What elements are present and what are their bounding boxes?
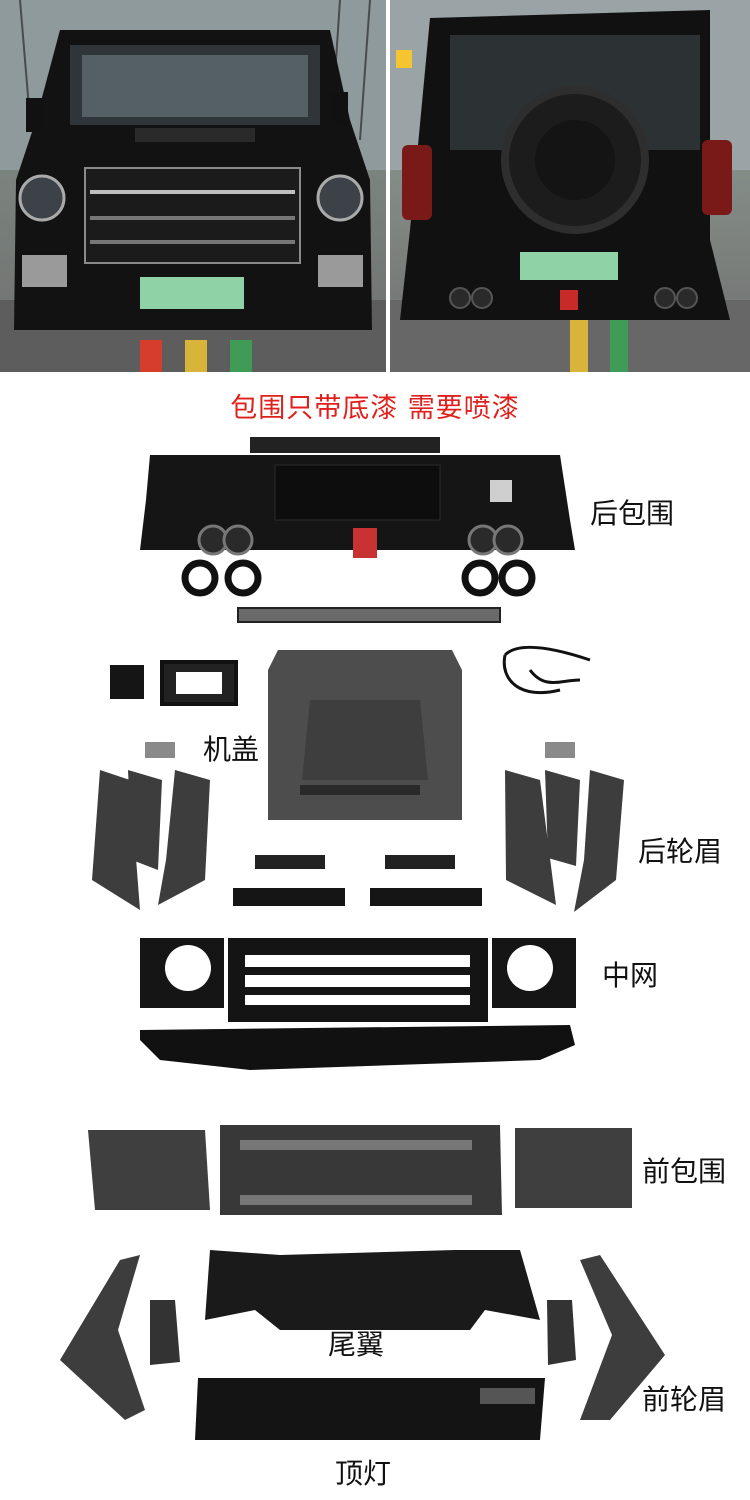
front-bumper-label: 前包围 bbox=[642, 1155, 727, 1188]
rear-wheel-arches-label: 后轮眉 bbox=[638, 835, 723, 868]
rear-view-photo bbox=[390, 0, 750, 372]
rear-wheel-arches-left-part bbox=[92, 742, 210, 910]
rear-bumper-label: 后包围 bbox=[590, 497, 675, 530]
grille-part bbox=[140, 938, 576, 1022]
hood-label: 机盖 bbox=[203, 733, 260, 766]
rear-view-illustration bbox=[390, 0, 750, 372]
roof-light-label: 顶灯 bbox=[335, 1457, 392, 1490]
exhaust-tips-part bbox=[181, 559, 536, 597]
light-bar-part bbox=[237, 607, 501, 623]
front-wheel-arches-left-part bbox=[60, 1255, 180, 1420]
front-splitter-part bbox=[140, 1025, 575, 1070]
hood-part bbox=[268, 650, 462, 820]
parts-layout bbox=[60, 437, 665, 1440]
vehicle-photo-strip bbox=[0, 0, 750, 372]
grille-label: 中网 bbox=[602, 959, 659, 992]
wiring-harness-part bbox=[502, 645, 591, 695]
roof-light-part bbox=[195, 1378, 545, 1440]
primer-notice: 包围只带底漆 需要喷漆 bbox=[230, 393, 520, 424]
front-view-illustration bbox=[0, 0, 386, 372]
small-brackets-part bbox=[110, 660, 238, 706]
front-wheel-arches-label: 前轮眉 bbox=[642, 1383, 727, 1416]
rear-spoiler-label: 尾翼 bbox=[328, 1328, 385, 1361]
rear-wheel-arches-right-part bbox=[505, 742, 624, 912]
rear-spoiler-part bbox=[205, 1250, 540, 1330]
side-lamps-part bbox=[233, 855, 482, 906]
front-wheel-arches-right-part bbox=[547, 1255, 665, 1420]
front-view-photo bbox=[0, 0, 386, 372]
rear-bumper-part bbox=[140, 437, 575, 558]
front-bumper-part bbox=[88, 1125, 632, 1215]
